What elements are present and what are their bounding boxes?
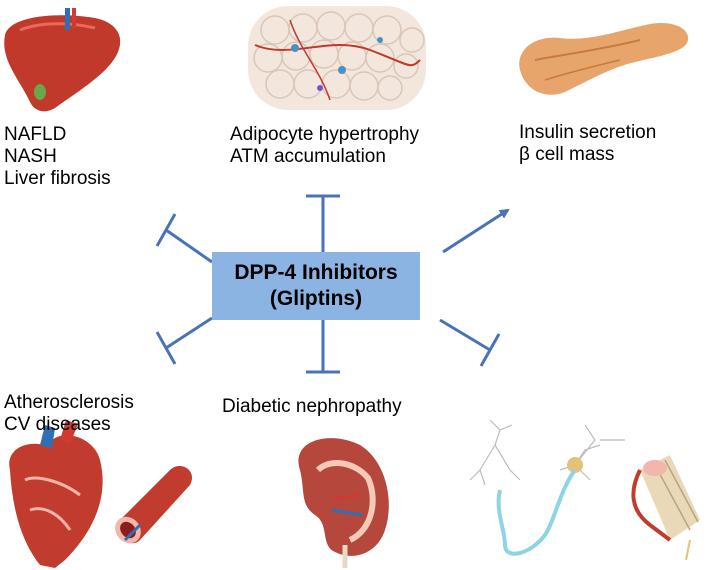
kidney-effects-label: Diabetic nephropathy bbox=[222, 396, 402, 418]
label-insulin-secretion: Insulin secretion bbox=[519, 122, 657, 143]
pancreas-icon bbox=[519, 22, 689, 95]
neuron-icon bbox=[469, 419, 625, 556]
inhibit-line-liver bbox=[165, 228, 213, 264]
center-box-dpp4-inhibitors: DPP-4 Inhibitors (Gliptins) bbox=[212, 252, 420, 320]
label-beta-cell-mass: β cell mass bbox=[519, 144, 615, 165]
adipose-tissue-icon bbox=[248, 6, 426, 110]
kidney-icon bbox=[298, 438, 389, 568]
stimulate-arrow-pancreas bbox=[442, 208, 510, 254]
heart-effects-label: Atherosclerosis CV diseases bbox=[4, 392, 134, 436]
label-atm-accumulation: ATM accumulation bbox=[230, 146, 386, 167]
label-nafld: NAFLD bbox=[4, 124, 67, 145]
label-cv-diseases: CV diseases bbox=[4, 414, 111, 435]
label-nash: NASH bbox=[4, 146, 57, 167]
label-liver-fibrosis: Liver fibrosis bbox=[4, 168, 111, 189]
label-diabetic-nephropathy: Diabetic nephropathy bbox=[222, 396, 402, 417]
liver-effects-label: NAFLD NASH Liver fibrosis bbox=[4, 124, 111, 190]
inhibit-line-nerve bbox=[439, 318, 491, 352]
adipose-effects-label: Adipocyte hypertrophy ATM accumulation bbox=[230, 124, 419, 168]
heart-icon bbox=[9, 420, 103, 568]
blood-vessel-icon bbox=[115, 465, 192, 544]
inhibit-bar-liver bbox=[155, 213, 177, 247]
connector-lines bbox=[155, 194, 510, 374]
center-title: DPP-4 Inhibitors bbox=[234, 261, 398, 284]
nerve-bundle-icon bbox=[631, 455, 700, 561]
inhibit-bar-nerve bbox=[479, 333, 501, 367]
center-subtitle: (Gliptins) bbox=[269, 287, 363, 310]
label-atherosclerosis: Atherosclerosis bbox=[4, 392, 134, 413]
inhibit-line-heart bbox=[165, 316, 213, 350]
liver-icon bbox=[4, 8, 121, 112]
pancreas-effects-label: Insulin secretion β cell mass bbox=[519, 122, 656, 166]
inhibit-bar-heart bbox=[155, 331, 177, 365]
label-adipocyte-hypertrophy: Adipocyte hypertrophy bbox=[230, 124, 420, 145]
